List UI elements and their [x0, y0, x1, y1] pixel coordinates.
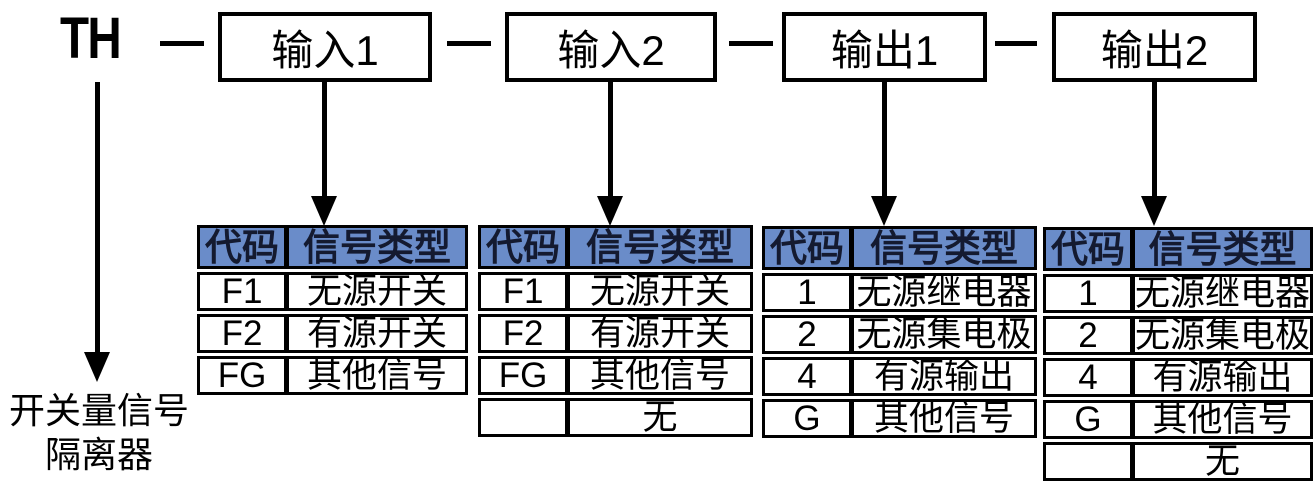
- segment-label: 输出1: [830, 26, 939, 74]
- code-cell: F1: [197, 272, 287, 311]
- arrow-line: [322, 82, 327, 198]
- product-prefix: TH: [60, 6, 122, 71]
- product-description: 开关量信号 隔离器: [0, 389, 198, 477]
- arrow-line: [1152, 82, 1157, 198]
- arrow-head-icon: [84, 352, 110, 382]
- arrow-line: [608, 82, 613, 198]
- table-header-row: 代码信号类型: [478, 225, 753, 269]
- signal-type-cell: 无源集电极: [852, 315, 1037, 354]
- signal-type-cell: 无: [568, 398, 753, 437]
- dash-connector: [160, 41, 204, 46]
- signal-type-cell: 无源开关: [287, 272, 468, 311]
- signal-type-cell: 其他信号: [287, 356, 468, 395]
- code-cell: G: [1043, 400, 1133, 439]
- signal-type-cell: 有源开关: [568, 314, 753, 353]
- code-cell: F2: [197, 314, 287, 353]
- column-header-code: 代码: [197, 225, 287, 269]
- code-cell: F2: [478, 314, 568, 353]
- code-cell: 1: [762, 273, 852, 312]
- segment-box-input2: 输入2: [505, 12, 717, 82]
- arrow-head-icon: [597, 196, 623, 226]
- signal-type-cell: 有源开关: [287, 314, 468, 353]
- column-header-code: 代码: [478, 225, 568, 269]
- segment-label: 输入2: [557, 26, 665, 74]
- code-cell: F1: [478, 272, 568, 311]
- column-header-signal-type: 信号类型: [568, 225, 753, 269]
- table-row: 无: [478, 398, 753, 437]
- signal-type-cell: 有源输出: [852, 357, 1037, 396]
- product-description-line: 隔离器: [44, 434, 153, 475]
- arrow-head-icon: [1141, 196, 1167, 226]
- segment-box-output1: 输出1: [782, 12, 987, 82]
- arrow-line: [95, 82, 100, 354]
- signal-type-cell: 无源继电器: [1133, 274, 1313, 313]
- code-cell: FG: [197, 356, 287, 395]
- code-cell: [478, 398, 568, 437]
- code-cell: 4: [762, 357, 852, 396]
- arrow-line: [882, 82, 887, 198]
- column-header-code: 代码: [762, 226, 852, 270]
- column-header-code: 代码: [1043, 227, 1133, 271]
- signal-type-cell: 无源继电器: [852, 273, 1037, 312]
- code-cell: 2: [762, 315, 852, 354]
- column-header-signal-type: 信号类型: [287, 225, 468, 269]
- dash-connector: [729, 41, 773, 46]
- table-row: 无: [1043, 442, 1313, 481]
- arrow-head-icon: [311, 196, 337, 226]
- signal-type-cell: 无源集电极: [1133, 316, 1313, 355]
- code-cell: [1043, 442, 1133, 481]
- signal-type-cell: 有源输出: [1133, 358, 1313, 397]
- column-header-signal-type: 信号类型: [1133, 227, 1313, 271]
- dash-connector: [447, 41, 491, 46]
- table-header-row: 代码信号类型: [762, 226, 1037, 270]
- signal-type-cell: 其他信号: [1133, 400, 1313, 439]
- segment-label: 输出2: [1100, 26, 1209, 74]
- column-header-signal-type: 信号类型: [852, 226, 1037, 270]
- code-cell: FG: [478, 356, 568, 395]
- segment-box-output2: 输出2: [1052, 12, 1257, 82]
- segment-box-input1: 输入1: [218, 12, 432, 82]
- code-cell: 1: [1043, 274, 1133, 313]
- table-header-row: 代码信号类型: [197, 225, 468, 269]
- signal-type-cell: 无源开关: [568, 272, 753, 311]
- signal-type-cell: 其他信号: [852, 399, 1037, 438]
- code-cell: 4: [1043, 358, 1133, 397]
- code-cell: G: [762, 399, 852, 438]
- code-cell: 2: [1043, 316, 1133, 355]
- arrow-head-icon: [871, 196, 897, 226]
- product-description-line: 开关量信号: [8, 390, 189, 431]
- signal-type-cell: 其他信号: [568, 356, 753, 395]
- table-header-row: 代码信号类型: [1043, 227, 1313, 271]
- segment-label: 输入1: [271, 26, 379, 74]
- dash-connector: [995, 41, 1037, 46]
- signal-type-cell: 无: [1133, 442, 1313, 481]
